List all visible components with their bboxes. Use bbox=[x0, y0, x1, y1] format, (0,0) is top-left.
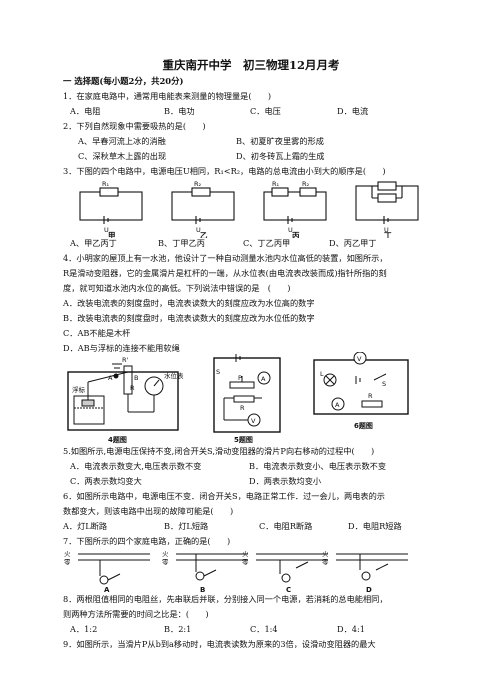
q1-stem: 1．在家庭电路中，通常用电能表来测量的物理量是( ) bbox=[63, 91, 272, 101]
q6-option-b: B．灯L短路 bbox=[164, 521, 209, 531]
q3-label-ding: 丁 bbox=[384, 231, 392, 238]
q1-option-b: B．电功 bbox=[164, 106, 195, 116]
fig5-label-r: R bbox=[240, 404, 245, 412]
q7-stem: 7．下图所示的四个家庭电路，正确的是( ) bbox=[63, 536, 231, 546]
fig6-caption: 6题图 bbox=[354, 421, 373, 430]
fig-label-u: U bbox=[288, 226, 293, 234]
q7-circuit-figures: 火 零 火 零 火 零 火 零 A B C D bbox=[64, 550, 408, 594]
q4-option-d: D．AB与浮标的连接不能用软绳 bbox=[63, 343, 180, 353]
q5-option-c: C．两表示数均变大 bbox=[70, 476, 142, 486]
q4-option-a: A．改装电流表的刻度盘时，电流表读数大的刻度应改为水位高的数字 bbox=[63, 298, 315, 308]
fig-label-r2: R₂ bbox=[194, 180, 202, 188]
q7-b-fire: 火 bbox=[162, 550, 169, 558]
q2-option-a: A、早春河流上冰的消融 bbox=[78, 136, 166, 146]
q7-a-fire: 火 bbox=[64, 550, 71, 558]
q4-option-c: C．AB不能是木杆 bbox=[63, 328, 131, 338]
page-title: 重庆南开中学 初三物理12月月考 bbox=[162, 58, 340, 72]
q7-c-fire: 火 bbox=[242, 550, 249, 558]
fig4-caption: 4题图 bbox=[108, 435, 127, 444]
q7-d-fire: 火 bbox=[322, 550, 329, 558]
q8-option-d: D．4:1 bbox=[337, 624, 365, 634]
q1-option-d: D．电流 bbox=[337, 106, 369, 116]
fig-label-r1: R₁ bbox=[102, 180, 110, 188]
q3-stem: 3．下图的四个电路中，电源电压U相同，R₁<R₂，电路的总电流由小到大的顺序是(… bbox=[63, 166, 386, 176]
q2-option-d: D、初冬砖瓦上霜的生成 bbox=[236, 151, 325, 161]
fig4-label-b: B bbox=[134, 374, 138, 382]
q8-option-c: C．1:4 bbox=[250, 624, 278, 634]
q3-option-c: C、丁乙丙甲 bbox=[243, 238, 291, 248]
fig5-label-p: P bbox=[238, 374, 242, 382]
fig5-caption: 5题图 bbox=[234, 435, 253, 444]
q9-stem: 9．如图所示，当滑片P从b到a移动时，电流表读数为原来的3倍，设滑动变阻器的最大 bbox=[63, 639, 376, 649]
figures-4-5-6: 浮标 A B R' R 水位表 S P A R V V L S A R 4题图 … bbox=[67, 352, 409, 444]
fig6-label-l: L bbox=[320, 370, 324, 378]
q6-line2: 数都变大，则该电路中出现的故障可能是( ) bbox=[63, 506, 234, 516]
q2-option-c: C、深秋草木上露的出现 bbox=[78, 151, 167, 161]
fig5-label-s: S bbox=[216, 368, 220, 376]
fig6-label-s: S bbox=[382, 380, 386, 388]
q7-label-a: A bbox=[104, 586, 110, 594]
q5-option-a: A．电流表示数变大,电压表示数不变 bbox=[70, 461, 202, 471]
q4-line3: 度，就可知道水池内水位的高低。下列说法中错误的是 ( ) bbox=[63, 283, 291, 293]
float-label: 浮标 bbox=[72, 385, 86, 394]
fig6-ammeter-a: A bbox=[335, 401, 340, 409]
fig6-label-r: R bbox=[368, 392, 373, 400]
q6-option-d: D．电阻R短路 bbox=[348, 521, 402, 531]
fig-label-r2: R₂ bbox=[302, 180, 310, 188]
section-heading: 一 选择题(每小题2分，共20分) bbox=[63, 76, 184, 86]
fig-label-u: U bbox=[384, 226, 389, 234]
q7-d-zero: 零 bbox=[322, 558, 329, 566]
q3-option-d: D、丙乙甲丁 bbox=[329, 238, 377, 248]
q5-option-d: D．两表示数均变小 bbox=[249, 476, 322, 486]
q5-option-b: B．电流表示数变小、电压表示数不变 bbox=[249, 461, 387, 471]
fig4-label-r: R bbox=[130, 384, 135, 392]
q8-option-b: B．2:1 bbox=[164, 624, 192, 634]
q5-stem: 5.如图所示,电源电压保持不变,闭合开关S,滑动变阻器的滑片P向右移动的过程中(… bbox=[63, 446, 375, 456]
q3-option-b: B、丁甲乙丙 bbox=[158, 238, 205, 248]
q1-option-c: C．电压 bbox=[250, 106, 281, 116]
fig4-label-rp: R' bbox=[122, 356, 129, 364]
q2-option-b: B、初夏旷夜里雾的形成 bbox=[236, 136, 324, 146]
q7-label-b: B bbox=[200, 586, 205, 594]
q3-circuit-figures: R₁ R₂ R₁ R₂ U U U U 甲 乙 丙 丁 bbox=[79, 180, 419, 238]
q1-option-a: A．电阻 bbox=[70, 106, 101, 116]
q4-option-b: B．改装电流表的刻度盘时，电流表读数大的刻度应改为水位低的数字 bbox=[63, 313, 315, 323]
q6-option-a: A．灯L断路 bbox=[63, 521, 108, 531]
fig5-ammeter-a: A bbox=[261, 375, 266, 383]
q8-option-a: A．1:2 bbox=[70, 624, 98, 634]
fig6-voltmeter-v: V bbox=[357, 355, 362, 363]
q3-option-a: A、甲乙丙丁 bbox=[70, 238, 117, 248]
fig4-label-a: A bbox=[108, 374, 113, 382]
q3-label-bing: 丙 bbox=[292, 231, 300, 238]
q4-line1: 4．小明家的屋顶上有一水池，他设计了一种自动测量水池内水位高低的装置，如图所示， bbox=[63, 253, 388, 263]
q7-label-c: C bbox=[286, 586, 291, 594]
q8-line1: 8．两根阻值相同的电阻丝，先串联后并联，分别接入同一个电源，若消耗的总电能相同， bbox=[63, 594, 388, 604]
q7-a-zero: 零 bbox=[64, 558, 71, 566]
fig5-voltmeter-v: V bbox=[251, 417, 256, 425]
q7-label-d: D bbox=[366, 586, 372, 594]
q6-line1: 6．如图所示电路中，电源电压不变．闭合开关S，电路正常工作．过一会儿，两电表的示 bbox=[63, 491, 385, 501]
water-gauge-label: 水位表 bbox=[164, 371, 184, 380]
fig-label-r1: R₁ bbox=[272, 180, 280, 188]
q7-c-zero: 零 bbox=[242, 558, 249, 566]
q7-b-zero: 零 bbox=[162, 558, 169, 566]
q6-option-c: C．电阻R断路 bbox=[259, 521, 313, 531]
q3-label-jia: 甲 bbox=[108, 231, 116, 238]
q3-label-yi: 乙 bbox=[200, 231, 208, 238]
fig-label-u: U bbox=[104, 226, 109, 234]
fig-label-u: U bbox=[196, 226, 201, 234]
q2-stem: 2．下列自然现象中需要吸热的是( ) bbox=[63, 121, 206, 131]
q4-line2: R是滑动变阻器，它的金属滑片是杠杆的一端，从水位表(由电流表改装而成)指针所指的… bbox=[63, 268, 387, 278]
q8-line2: 则两种方法所需要的时间之比是：( ) bbox=[63, 609, 209, 619]
